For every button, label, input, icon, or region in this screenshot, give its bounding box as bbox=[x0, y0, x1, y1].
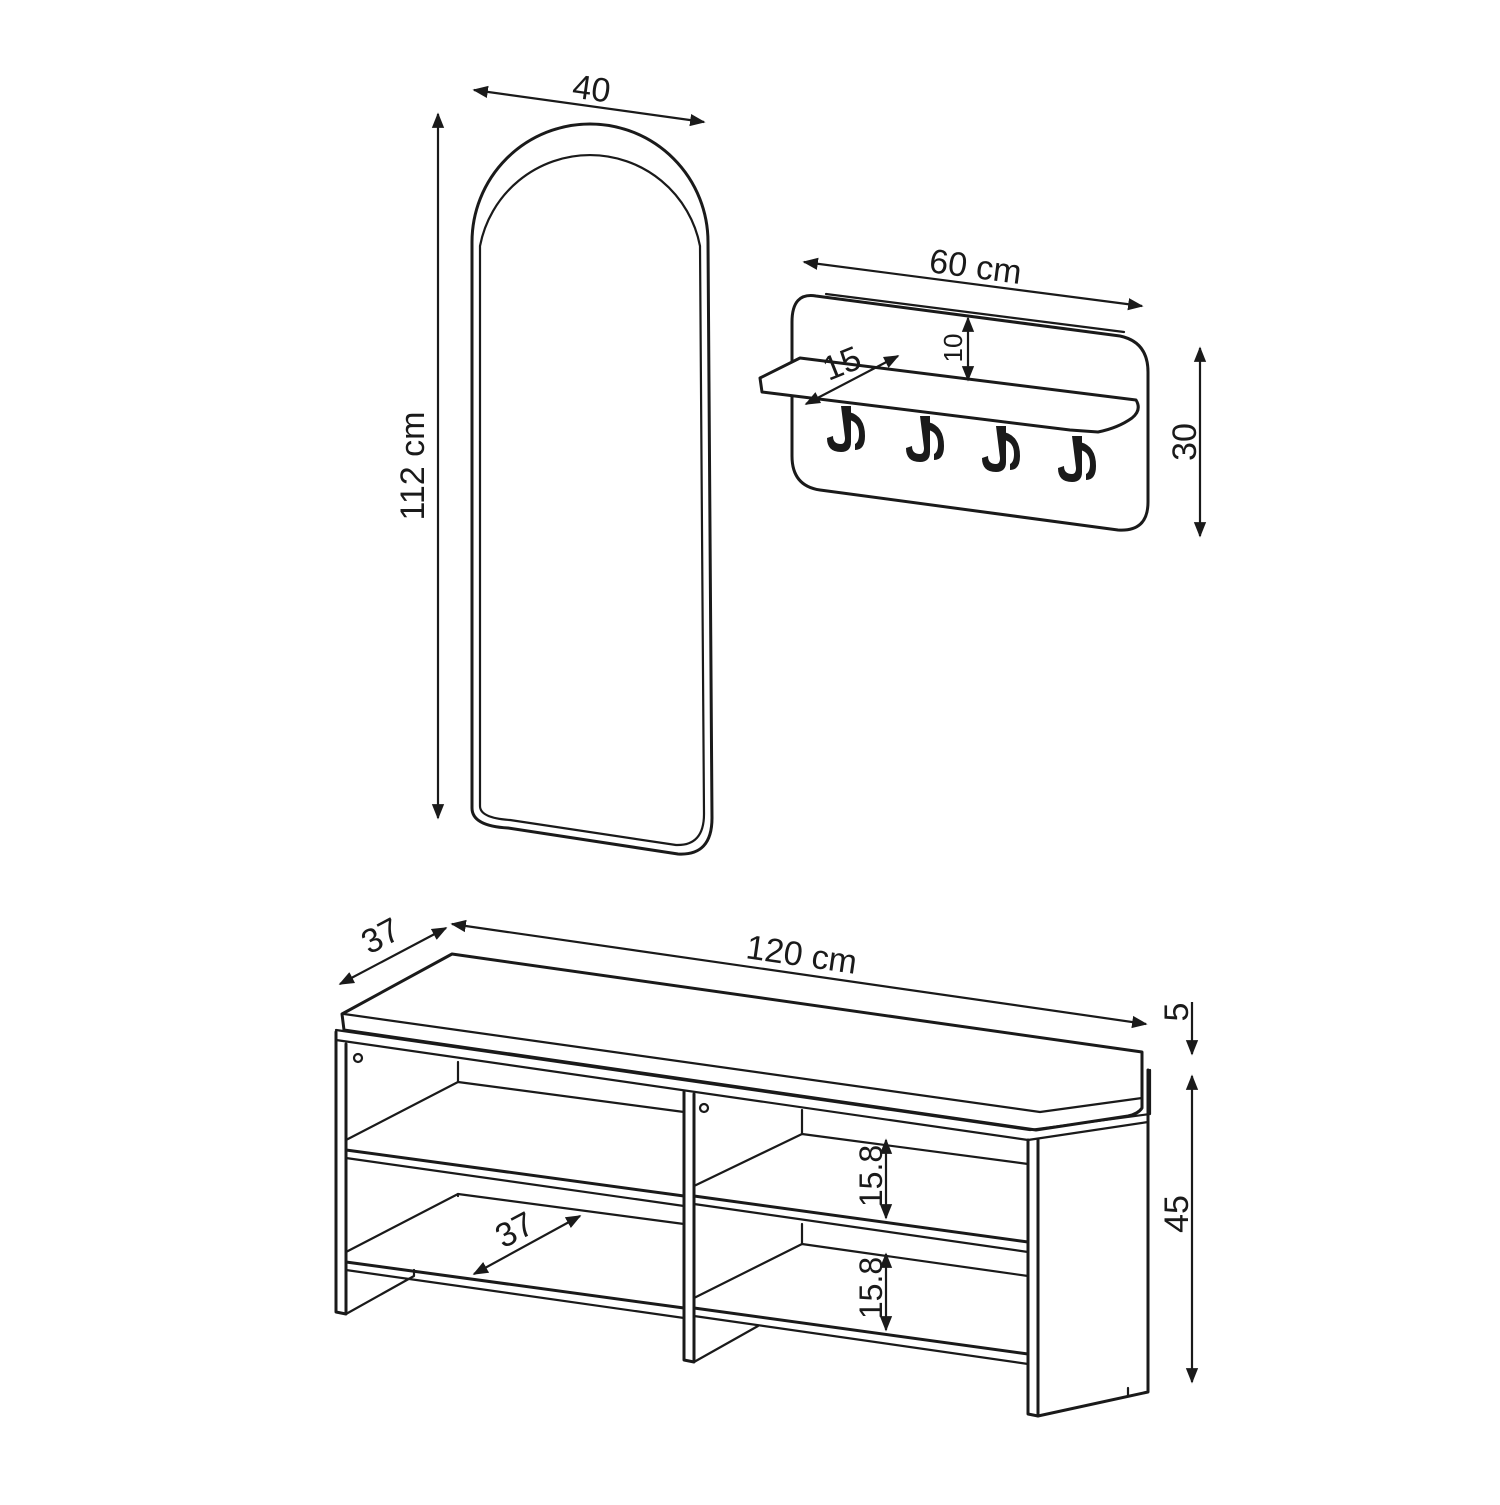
mirror-width-dimension: 40 bbox=[472, 68, 706, 127]
mirror-frame-outer bbox=[470, 122, 714, 856]
left-shelf-upper bbox=[344, 1080, 686, 1142]
upper-shelf-gap-dimension: 15.8 bbox=[853, 1138, 893, 1220]
mirror bbox=[470, 122, 714, 856]
bench-right-panel bbox=[1026, 1138, 1040, 1418]
lower-shelf-gap-dimension: 15.8 bbox=[853, 1252, 893, 1332]
bench-depth-label: 37 bbox=[355, 911, 406, 962]
cushion-height-label: 5 bbox=[1158, 1003, 1196, 1022]
inner-depth-dimension: 37 bbox=[472, 1205, 582, 1275]
left-shelf-lower bbox=[344, 1192, 686, 1254]
bench-height-label: 45 bbox=[1158, 1195, 1196, 1233]
shelf-width-label: 60 cm bbox=[927, 242, 1024, 292]
bench-top-band bbox=[334, 1028, 1152, 1132]
shoe-bench bbox=[334, 952, 1152, 1418]
shelf-plank bbox=[758, 356, 1140, 434]
mirror-frame-inner bbox=[478, 153, 706, 847]
shelf-width-dimension: 60 cm bbox=[802, 242, 1144, 311]
bench-middle-divider bbox=[682, 1090, 696, 1364]
upper-shelf-gap-label: 15.8 bbox=[853, 1145, 889, 1207]
hook-icon bbox=[906, 416, 944, 462]
mirror-width-label: 40 bbox=[570, 68, 613, 111]
cushion-height-dimension: 5 bbox=[1158, 1002, 1199, 1056]
bench-left-panel bbox=[334, 1030, 348, 1316]
shelf-height-label: 30 bbox=[1166, 423, 1204, 461]
wall-shelf bbox=[758, 292, 1150, 532]
coat-hooks bbox=[827, 406, 1096, 482]
shelf-backboard bbox=[790, 294, 1150, 532]
shelf-gap-label: 10 bbox=[938, 334, 968, 363]
right-shelf-lower bbox=[692, 1242, 1030, 1300]
bench-cushion-top bbox=[340, 952, 1144, 1132]
right-shelf-upper bbox=[692, 1132, 1030, 1188]
cam-lock-icon bbox=[698, 1102, 710, 1114]
mirror-height-dimension: 112 cm bbox=[394, 112, 445, 820]
bench-width-label: 120 cm bbox=[744, 928, 860, 982]
shelf-backboard-edge bbox=[824, 292, 1126, 334]
shelf-height-dimension: 30 bbox=[1166, 346, 1207, 538]
hook-icon bbox=[1058, 436, 1096, 482]
bench-height-dimension: 45 bbox=[1158, 1074, 1199, 1384]
inner-depth-label: 37 bbox=[489, 1205, 540, 1256]
mirror-height-label: 112 cm bbox=[394, 412, 432, 521]
hook-icon bbox=[827, 406, 865, 452]
shelf-gap-dimension: 10 bbox=[938, 316, 975, 382]
hook-icon bbox=[982, 426, 1020, 472]
lower-shelf-gap-label: 15.8 bbox=[853, 1257, 889, 1319]
cam-lock-icon bbox=[352, 1052, 364, 1064]
bench-cushion-back-edge bbox=[342, 1012, 1144, 1114]
